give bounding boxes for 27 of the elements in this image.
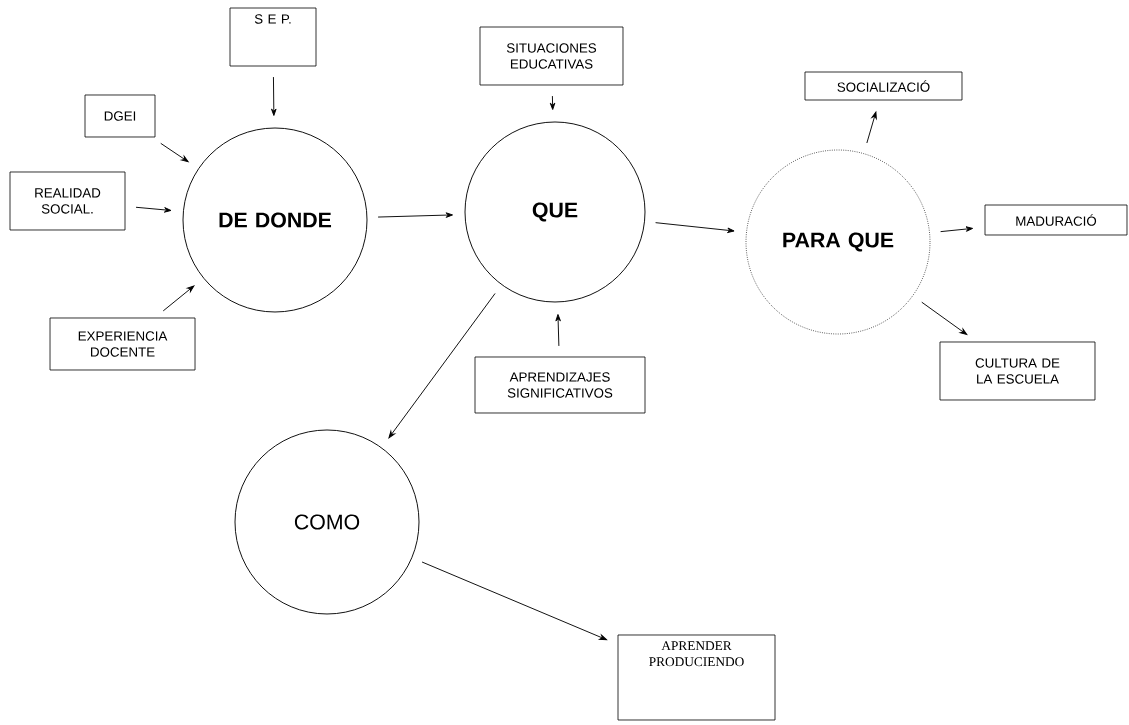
text-box: CULTURA DE LA ESCUELA: [939, 341, 1096, 401]
text-box: MADURACIÓ: [984, 204, 1128, 236]
arrow: [655, 222, 735, 234]
circle-node: DE DONDE: [182, 127, 368, 313]
arrow: [377, 212, 453, 218]
circle-node: QUE: [464, 121, 646, 303]
text-box: APRENDER PRODUCIENDO: [617, 634, 776, 721]
text-box: SITUACIONES EDUCATIVAS: [479, 26, 624, 86]
text-box: SOCIALIZACIÓ: [804, 71, 963, 101]
arrow: [549, 95, 556, 110]
circle-node: PARA QUE: [745, 149, 931, 335]
arrow: [388, 293, 496, 439]
text-box: DGEI: [84, 94, 156, 138]
arrow: [940, 226, 974, 233]
arrow: [135, 206, 172, 213]
text-box: APRENDIZAJES SIGNIFICATIVOS: [474, 356, 646, 414]
text-box: EXPERIENCIA DOCENTE: [49, 317, 196, 371]
arrow: [555, 314, 561, 347]
text-box: S E P.: [229, 7, 317, 67]
arrow: [921, 301, 968, 336]
arrow: [162, 285, 195, 312]
arrow: [271, 76, 277, 116]
text-box: REALIDAD SOCIAL.: [9, 171, 126, 231]
circle-node: COMO: [234, 429, 420, 615]
arrow: [421, 561, 607, 641]
arrow: [160, 142, 189, 163]
arrow: [866, 111, 877, 144]
